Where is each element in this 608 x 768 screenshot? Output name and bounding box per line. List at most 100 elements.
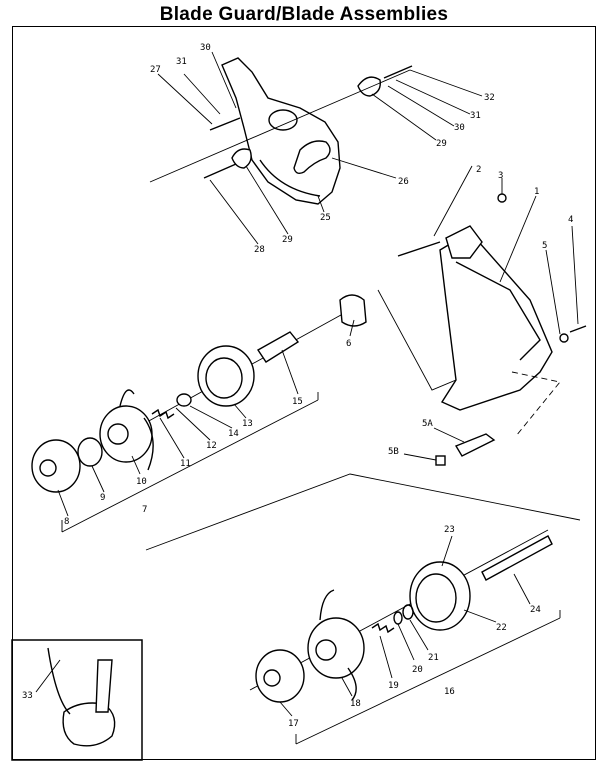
callout-7: 7 [142,505,147,515]
blade-arm [439,231,553,411]
leader-29 [371,93,437,141]
leader-32 [409,69,483,97]
leader-21 [409,619,429,651]
blade-guard-rib [259,159,321,197]
lower-group-dash [145,473,581,551]
leader-5B [403,453,437,461]
spool-head-lower [145,473,581,745]
callout-11: 11 [180,459,191,469]
blade-guard-dash [511,371,561,437]
spool-18-hub [315,639,337,661]
blade-arm-bracket [445,225,483,259]
diagram-title: Blade Guard/Blade Assemblies [159,4,449,25]
washer-20 [393,611,403,625]
callout-19: 19 [388,681,399,691]
callout-1: 1 [534,187,539,197]
washer-5 [559,333,569,343]
clip-lower [231,148,252,169]
callout-9: 9 [100,493,105,503]
callout-12: 12 [206,441,217,451]
shaft-24 [481,535,553,581]
callout-22: 22 [496,623,507,633]
group-bracket-1 [377,289,457,391]
callout-13: 13 [242,419,253,429]
callout-14: 14 [228,429,239,439]
plate-8-hole [39,459,57,477]
spring-11 [151,408,175,420]
leader-lines [35,51,579,717]
leader-22 [463,609,497,623]
leader-2 [433,165,473,237]
callout-6: 6 [346,339,351,349]
housing-13-inner [205,357,243,399]
clip-upper [357,76,381,97]
trimmer-line [119,389,154,471]
callout-31-upper: 31 [176,57,187,67]
spring-19 [371,622,395,634]
screw-28 [203,163,237,179]
callout-21: 21 [428,653,439,663]
leader-5A [433,427,465,443]
blade-arm-group [397,193,587,466]
inset-bump-head [62,702,116,747]
leader-18 [341,677,353,697]
screw-4 [569,325,587,333]
callout-3: 3 [498,171,503,181]
leader-30-upper [211,51,237,109]
callout-24: 24 [530,605,541,615]
leader-30 [387,85,455,127]
leader-13 [233,403,247,419]
screw-27 [209,117,241,131]
leader-5 [545,249,561,335]
callout-4: 4 [568,215,573,225]
washer-21 [402,604,414,620]
callout-labels: 30 31 27 32 31 30 29 26 25 29 28 2 3 1 4… [22,43,573,729]
callout-20: 20 [412,665,423,675]
callout-31: 31 [470,111,481,121]
blade-guard-housing [221,57,341,205]
diagram-frame [12,26,596,760]
housing-13 [197,345,255,407]
callout-18: 18 [350,699,361,709]
inset-box [11,639,143,761]
guard-centerline [149,69,411,183]
housing-22-inner [415,573,457,623]
leader-19 [379,635,393,679]
callout-32: 32 [484,93,495,103]
callout-2: 2 [476,165,481,175]
screw-2 [397,241,441,257]
callout-28: 28 [254,245,265,255]
callout-33: 33 [22,691,33,701]
blade-guard-group [149,57,413,205]
leader-1 [499,195,537,283]
nut-3 [497,193,507,203]
leader-20 [397,623,415,661]
group-bracket-7 [61,392,319,533]
callout-26: 26 [398,177,409,187]
leader-31 [395,79,471,115]
leader-15 [281,349,299,395]
callout-25: 25 [320,213,331,223]
callout-10: 10 [136,477,147,487]
group-bracket-16 [295,610,561,745]
leader-9 [91,465,105,493]
leader-25 [317,195,325,213]
blade-guard-inner-slot [293,140,331,175]
bolt-15 [256,331,300,363]
callout-17: 17 [288,719,299,729]
callout-16: 16 [444,687,455,697]
nut-5B [435,455,446,466]
spool-10-hub [107,423,129,445]
trimmer-line-lower [319,589,357,701]
inset-shaft [95,659,113,713]
leader-33 [35,659,61,693]
callout-15: 15 [292,397,303,407]
leader-17 [279,701,293,717]
leader-6 [349,319,355,337]
leader-27 [157,73,213,125]
leader-26 [331,157,397,179]
leader-28 [209,179,259,245]
leader-11 [159,417,185,459]
inset-line [47,647,71,715]
spool-head-upper [31,289,457,533]
